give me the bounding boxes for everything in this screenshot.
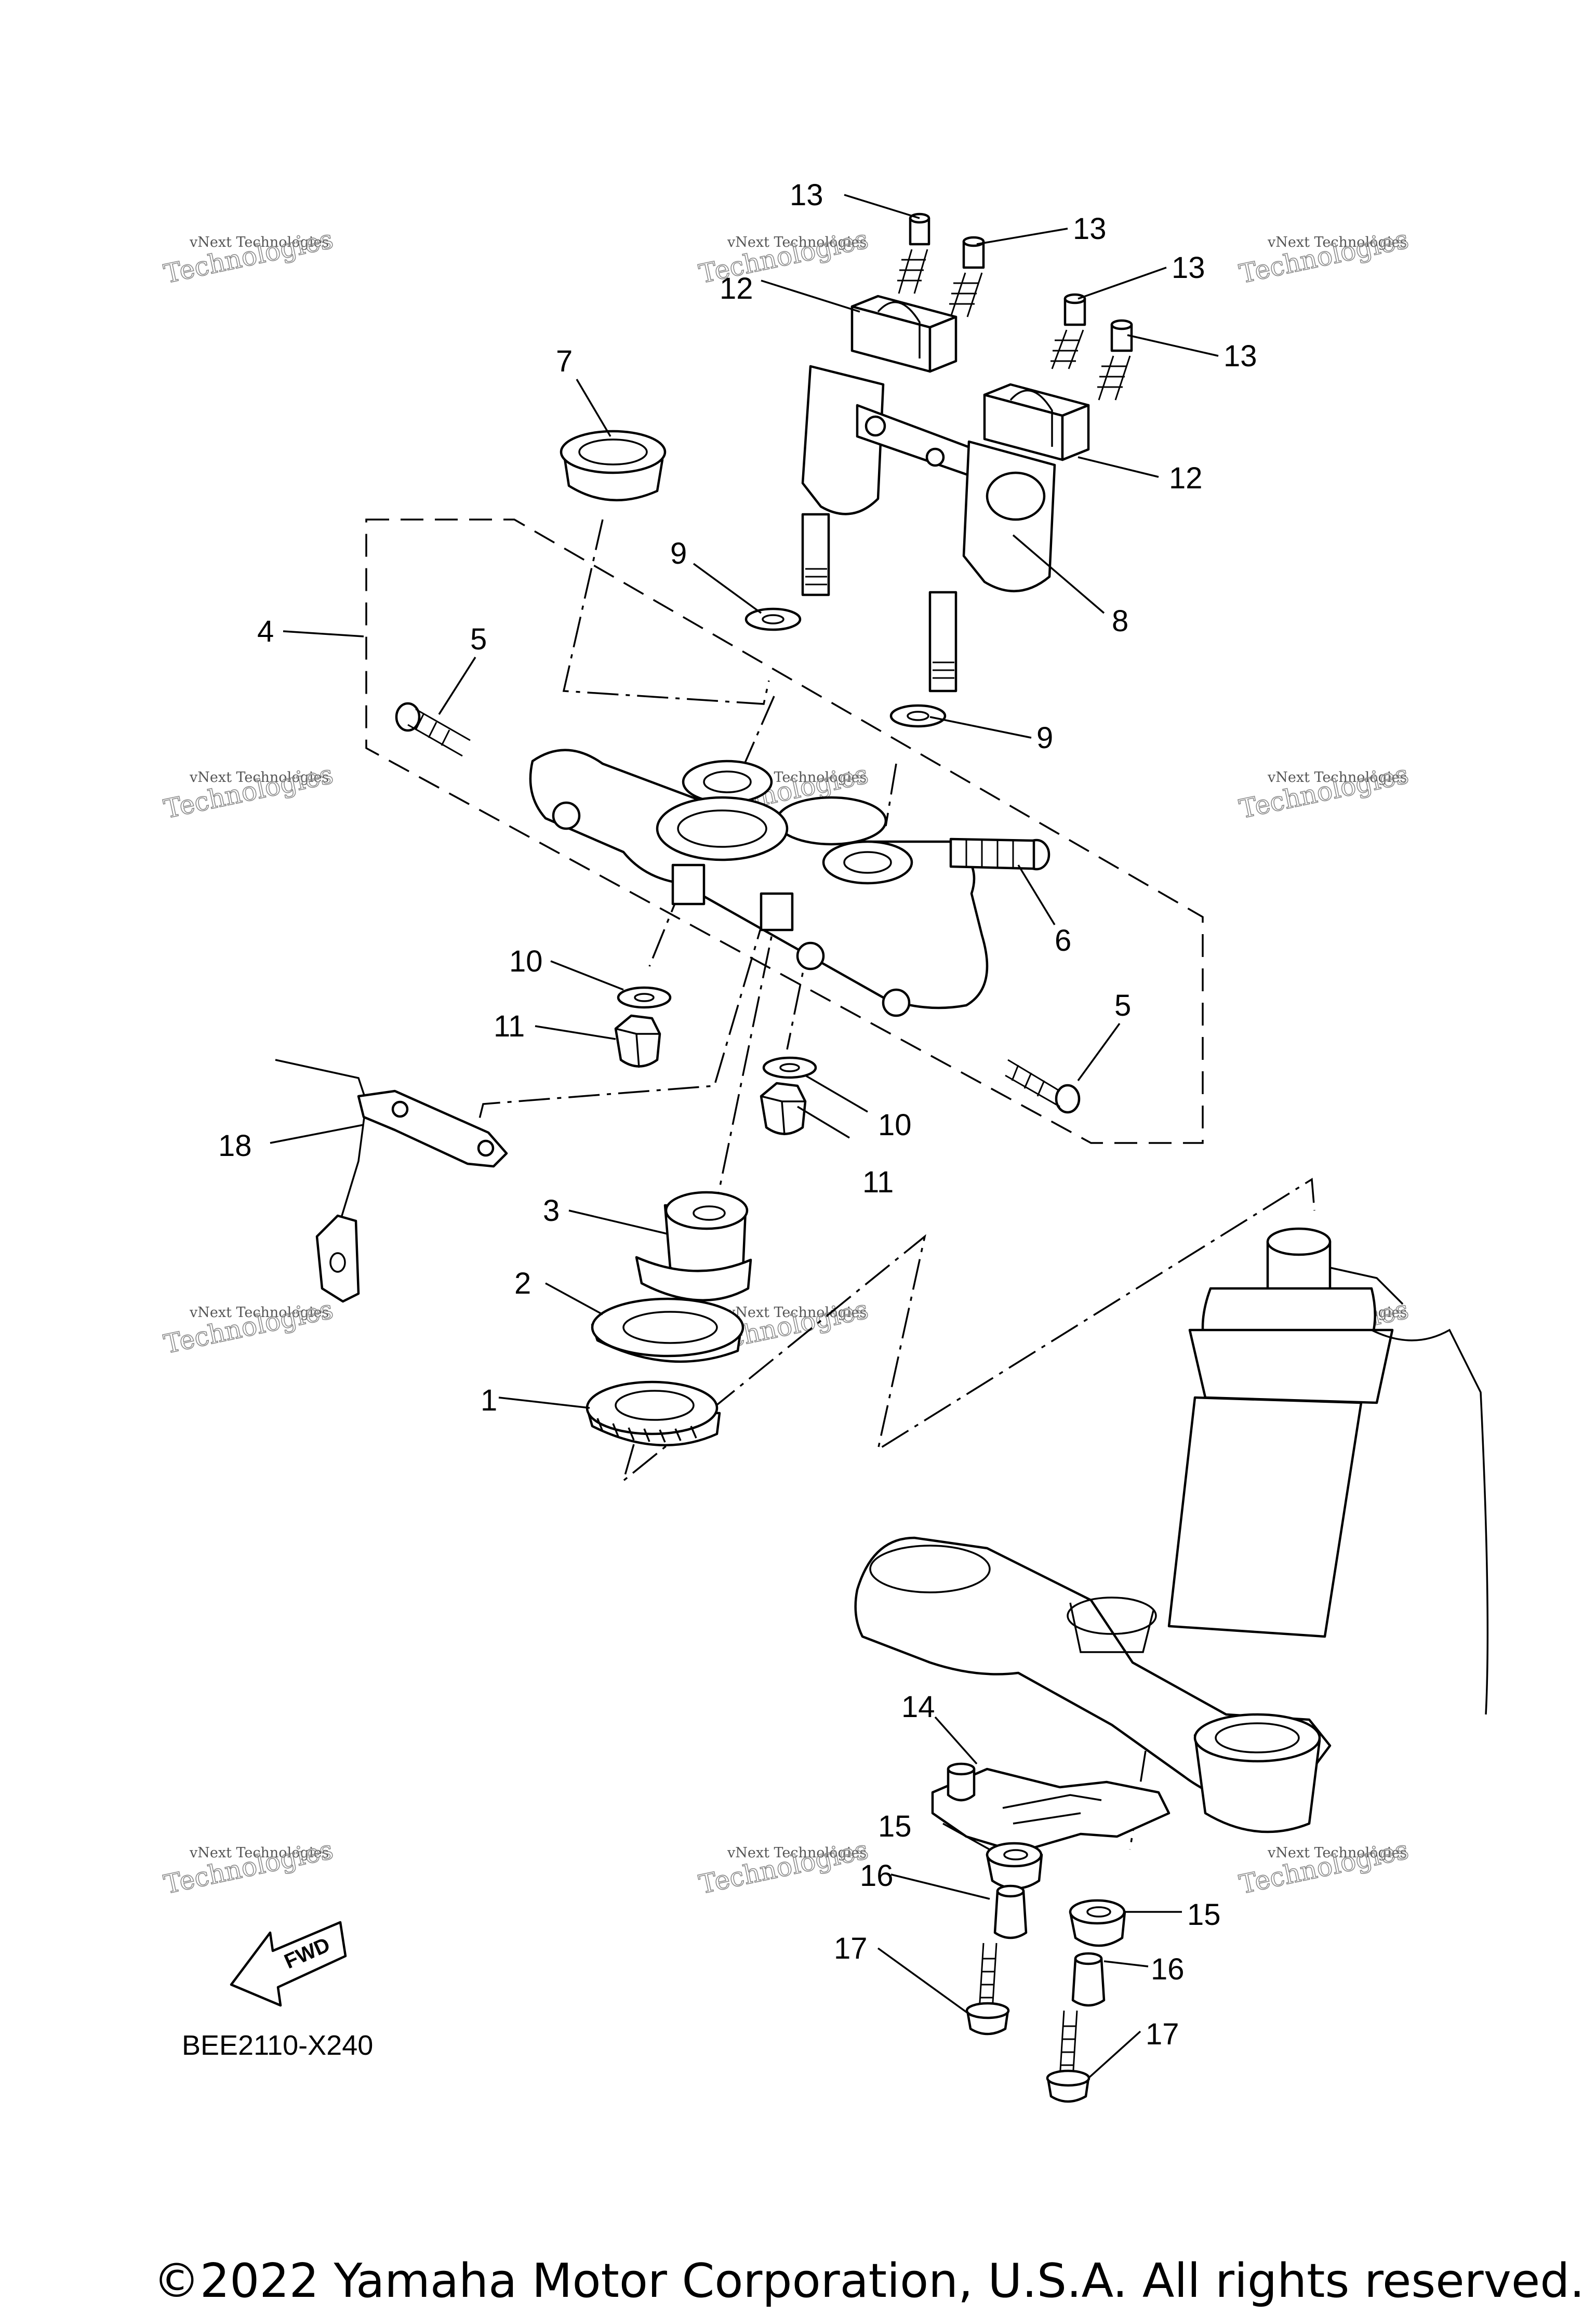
- part-2-bearing-race: [591, 1297, 744, 1363]
- part-number-13: 13: [1223, 339, 1257, 373]
- part-13-bolt: [1050, 293, 1086, 369]
- part-8-handlebar-holder: [928, 440, 1056, 693]
- watermark: vNext Technologies Technologies: [1236, 223, 1412, 289]
- part-3-seal-cover: [635, 1191, 752, 1301]
- part-number-13: 13: [790, 178, 823, 212]
- part-number-10: 10: [878, 1108, 912, 1142]
- watermark-text: vNext Technologies: [189, 234, 329, 250]
- watermark: vNext Technologies Technologies: [161, 223, 336, 289]
- fwd-arrow-icon: FWD: [230, 1921, 347, 2007]
- part-9-washer: [744, 607, 802, 631]
- part-15-damper: [986, 1842, 1043, 1890]
- part-number-4: 4: [257, 615, 274, 648]
- watermark-text: vNext Technologies: [189, 769, 329, 786]
- part-5-pinch-bolt: [395, 702, 471, 757]
- part-number-15: 15: [878, 1810, 912, 1843]
- watermark: vNext Technologies Technologies: [1236, 759, 1412, 824]
- part-number-9: 9: [1036, 721, 1053, 755]
- part-13-bolt: [1097, 319, 1133, 401]
- part-7-cap: [560, 430, 667, 502]
- part-17-bolt: [965, 1943, 1010, 2036]
- part-17-bolt: [1046, 2010, 1090, 2103]
- part-11-nut: [614, 1014, 661, 1068]
- part-5-pinch-bolt: [1005, 1059, 1081, 1114]
- watermark: vNext Technologies Technologies: [161, 759, 336, 824]
- part-number-12: 12: [1169, 461, 1203, 495]
- part-number-14: 14: [901, 1690, 935, 1724]
- part-number-17: 17: [834, 1932, 868, 1965]
- part-number-13: 13: [1172, 251, 1205, 285]
- part-12-handlebar-clamp: [983, 383, 1090, 461]
- part-number-8: 8: [1112, 604, 1128, 638]
- part-number-1: 1: [481, 1384, 497, 1417]
- part-number-15: 15: [1187, 1898, 1221, 1932]
- watermark-text: vNext Technologies: [727, 1845, 867, 1861]
- watermark: vNext Technologies Technologies: [696, 1834, 871, 1900]
- diagram-code: BEE2110-X240: [182, 2030, 373, 2061]
- part-16-collar: [993, 1884, 1028, 1939]
- part-number-17: 17: [1146, 2017, 1179, 2051]
- watermark-text: vNext Technologies: [727, 234, 867, 250]
- part-number-2: 2: [514, 1267, 531, 1300]
- leader-lines: [270, 194, 1219, 2079]
- part-4-upper-bracket: [529, 749, 989, 1017]
- part-number-6: 6: [1055, 924, 1071, 957]
- watermark-text: vNext Technologies: [1267, 1845, 1407, 1861]
- part-number-9: 9: [670, 537, 687, 570]
- part-15-damper: [1069, 1899, 1126, 1947]
- copyright-notice: ©2022 Yamaha Motor Corporation, U.S.A. A…: [153, 2254, 1585, 2308]
- part-11-nut: [760, 1082, 807, 1136]
- part-number-16: 16: [1151, 1952, 1185, 1986]
- part-number-labels: 13 13 13 13 12 12 7 9 8 4 5 9 6 10 5 11 …: [218, 178, 1257, 2051]
- part-10-washer: [762, 1056, 817, 1079]
- part-number-13: 13: [1073, 212, 1107, 246]
- part-14-plate: [931, 1762, 1171, 1854]
- watermark: vNext Technologies Technologies: [161, 1294, 336, 1360]
- watermark: vNext Technologies Technologies: [161, 1834, 336, 1900]
- watermark-text: vNext Technologies: [189, 1305, 329, 1321]
- part-1-bearing: [586, 1380, 721, 1446]
- part-number-11: 11: [494, 1009, 525, 1043]
- watermark-text: vNext Technologies: [727, 1305, 867, 1321]
- part-9-washer: [889, 704, 947, 728]
- part-13-bolt: [949, 236, 985, 317]
- watermark-text: vNext Technologies: [189, 1845, 329, 1861]
- part-number-18: 18: [218, 1129, 252, 1163]
- part-10-washer: [617, 986, 672, 1009]
- part-13-bolt: [897, 212, 930, 294]
- steering-stem-lower-bracket: [854, 1227, 1489, 1833]
- part-12-handlebar-clamp: [850, 295, 957, 373]
- part-number-7: 7: [556, 344, 573, 378]
- part-16-collar: [1071, 1952, 1106, 2007]
- part-number-5: 5: [470, 622, 487, 656]
- part-number-5: 5: [1114, 989, 1131, 1022]
- part-8-handlebar-holder: [801, 365, 983, 596]
- part-number-11: 11: [862, 1165, 894, 1199]
- part-18-bracket: [275, 1059, 508, 1303]
- assembly-outline: [365, 518, 1204, 1144]
- part-number-10: 10: [509, 945, 543, 978]
- watermark-text: vNext Technologies: [1267, 769, 1407, 786]
- watermark-text: vNext Technologies: [1267, 234, 1407, 250]
- part-number-16: 16: [860, 1859, 894, 1893]
- part-number-12: 12: [720, 272, 753, 305]
- part-6-bolt: [949, 837, 1050, 871]
- watermark: vNext Technologies Technologies: [1236, 1834, 1412, 1900]
- part-number-3: 3: [543, 1194, 560, 1228]
